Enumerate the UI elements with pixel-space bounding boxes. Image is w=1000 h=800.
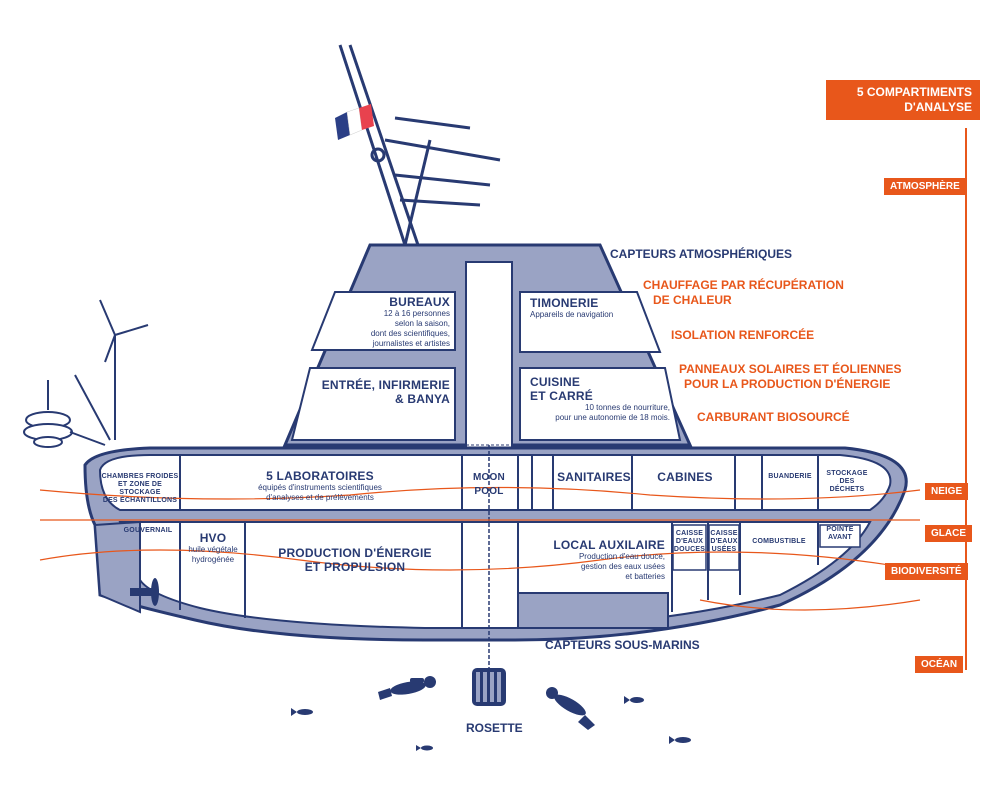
room-entree: ENTRÉE, INFIRMERIE & BANYA bbox=[321, 378, 450, 406]
label-rosette: ROSETTE bbox=[466, 721, 523, 735]
room-entree-box bbox=[290, 367, 456, 441]
room-caisse-usees: CAISSE D'EAUX USÉES bbox=[710, 530, 738, 553]
room-buanderie: BUANDERIE bbox=[768, 473, 812, 480]
room-moon-pool: MOON POOL bbox=[473, 472, 505, 497]
room-sanitaires: SANITAIRES bbox=[557, 470, 631, 484]
propeller-icon bbox=[130, 578, 159, 606]
upper-deck-inner bbox=[98, 454, 892, 511]
room-chambres-froides: CHAMBRES FROIDES ET ZONE DE STOCKAGE DES… bbox=[101, 473, 179, 504]
battery-block bbox=[517, 592, 669, 629]
diver-left-icon bbox=[378, 676, 436, 700]
label-capteurs-sous-marins: CAPTEURS SOUS-MARINS bbox=[545, 638, 700, 652]
central-shaft bbox=[465, 261, 513, 451]
room-laboratoires: 5 LABORATOIRES équipés d'instruments sci… bbox=[258, 469, 382, 502]
mast-icon bbox=[338, 44, 501, 246]
feature-panneaux: PANNEAUX SOLAIRES ET ÉOLIENNES POUR LA P… bbox=[679, 362, 902, 391]
tank-usees-box bbox=[708, 524, 740, 571]
room-timonerie: TIMONERIE Appareils de navigation bbox=[530, 296, 614, 319]
wind-turbine-icon bbox=[74, 299, 149, 441]
room-production: PRODUCTION D'ÉNERGIE ET PROPULSION bbox=[278, 546, 432, 574]
french-flag-icon bbox=[335, 104, 374, 140]
feature-carburant: CARBURANT BIOSOURCÉ bbox=[697, 410, 850, 424]
rosette-icon bbox=[472, 668, 506, 706]
feature-chauffage: CHAUFFAGE PAR RÉCUPÉRATION DE CHALEUR bbox=[643, 278, 844, 307]
tag-biodiversite: BIODIVERSITÉ bbox=[885, 563, 968, 580]
room-timonerie-box bbox=[519, 291, 662, 353]
pointe-avant-box bbox=[819, 524, 861, 548]
diver-right-icon bbox=[546, 687, 595, 730]
tag-glace: GLACE bbox=[925, 525, 972, 542]
room-pointe-avant: POINTE AVANT bbox=[826, 526, 854, 541]
room-bureaux: BUREAUX 12 à 16 personnes selon la saiso… bbox=[370, 295, 450, 348]
room-gouvernail: GOUVERNAIL bbox=[123, 527, 173, 534]
header-line-2: D'ANALYSE bbox=[904, 100, 972, 114]
tag-atmosphere: ATMOSPHÈRE bbox=[884, 178, 966, 195]
tank-douces-box bbox=[672, 524, 707, 571]
tag-ocean: OCÉAN bbox=[915, 656, 964, 673]
room-cuisine-box bbox=[519, 367, 682, 441]
room-cuisine: CUISINE ET CARRÉ 10 tonnes de nourriture… bbox=[530, 375, 670, 422]
fish-icons bbox=[291, 696, 691, 751]
room-stockage-dechets: STOCKAGE DES DÉCHETS bbox=[826, 470, 868, 493]
feature-isolation: ISOLATION RENFORCÉE bbox=[671, 328, 815, 342]
header-line-1: 5 COMPARTIMENTS bbox=[856, 85, 972, 99]
room-combustible: COMBUSTIBLE bbox=[752, 538, 806, 545]
tag-neige: NEIGE bbox=[925, 483, 969, 500]
label-capteurs-atmo: CAPTEURS ATMOSPHÉRIQUES bbox=[610, 247, 793, 261]
room-bureaux-box bbox=[310, 291, 456, 351]
compartment-lines bbox=[39, 486, 921, 611]
room-local-auxilaire: LOCAL AUXILAIRE Production d'eau douce, … bbox=[553, 538, 665, 581]
room-cabines: CABINES bbox=[657, 470, 713, 484]
radar-dome-icon bbox=[23, 380, 106, 448]
compartments-header: 5 COMPARTIMENTS D'ANALYSE bbox=[826, 80, 980, 120]
stern-block bbox=[93, 520, 141, 614]
room-caisse-douces: CAISSE D'EAUX DOUCES bbox=[673, 530, 706, 553]
room-hvo: HVO huile végétale hydrogénée bbox=[188, 531, 238, 564]
